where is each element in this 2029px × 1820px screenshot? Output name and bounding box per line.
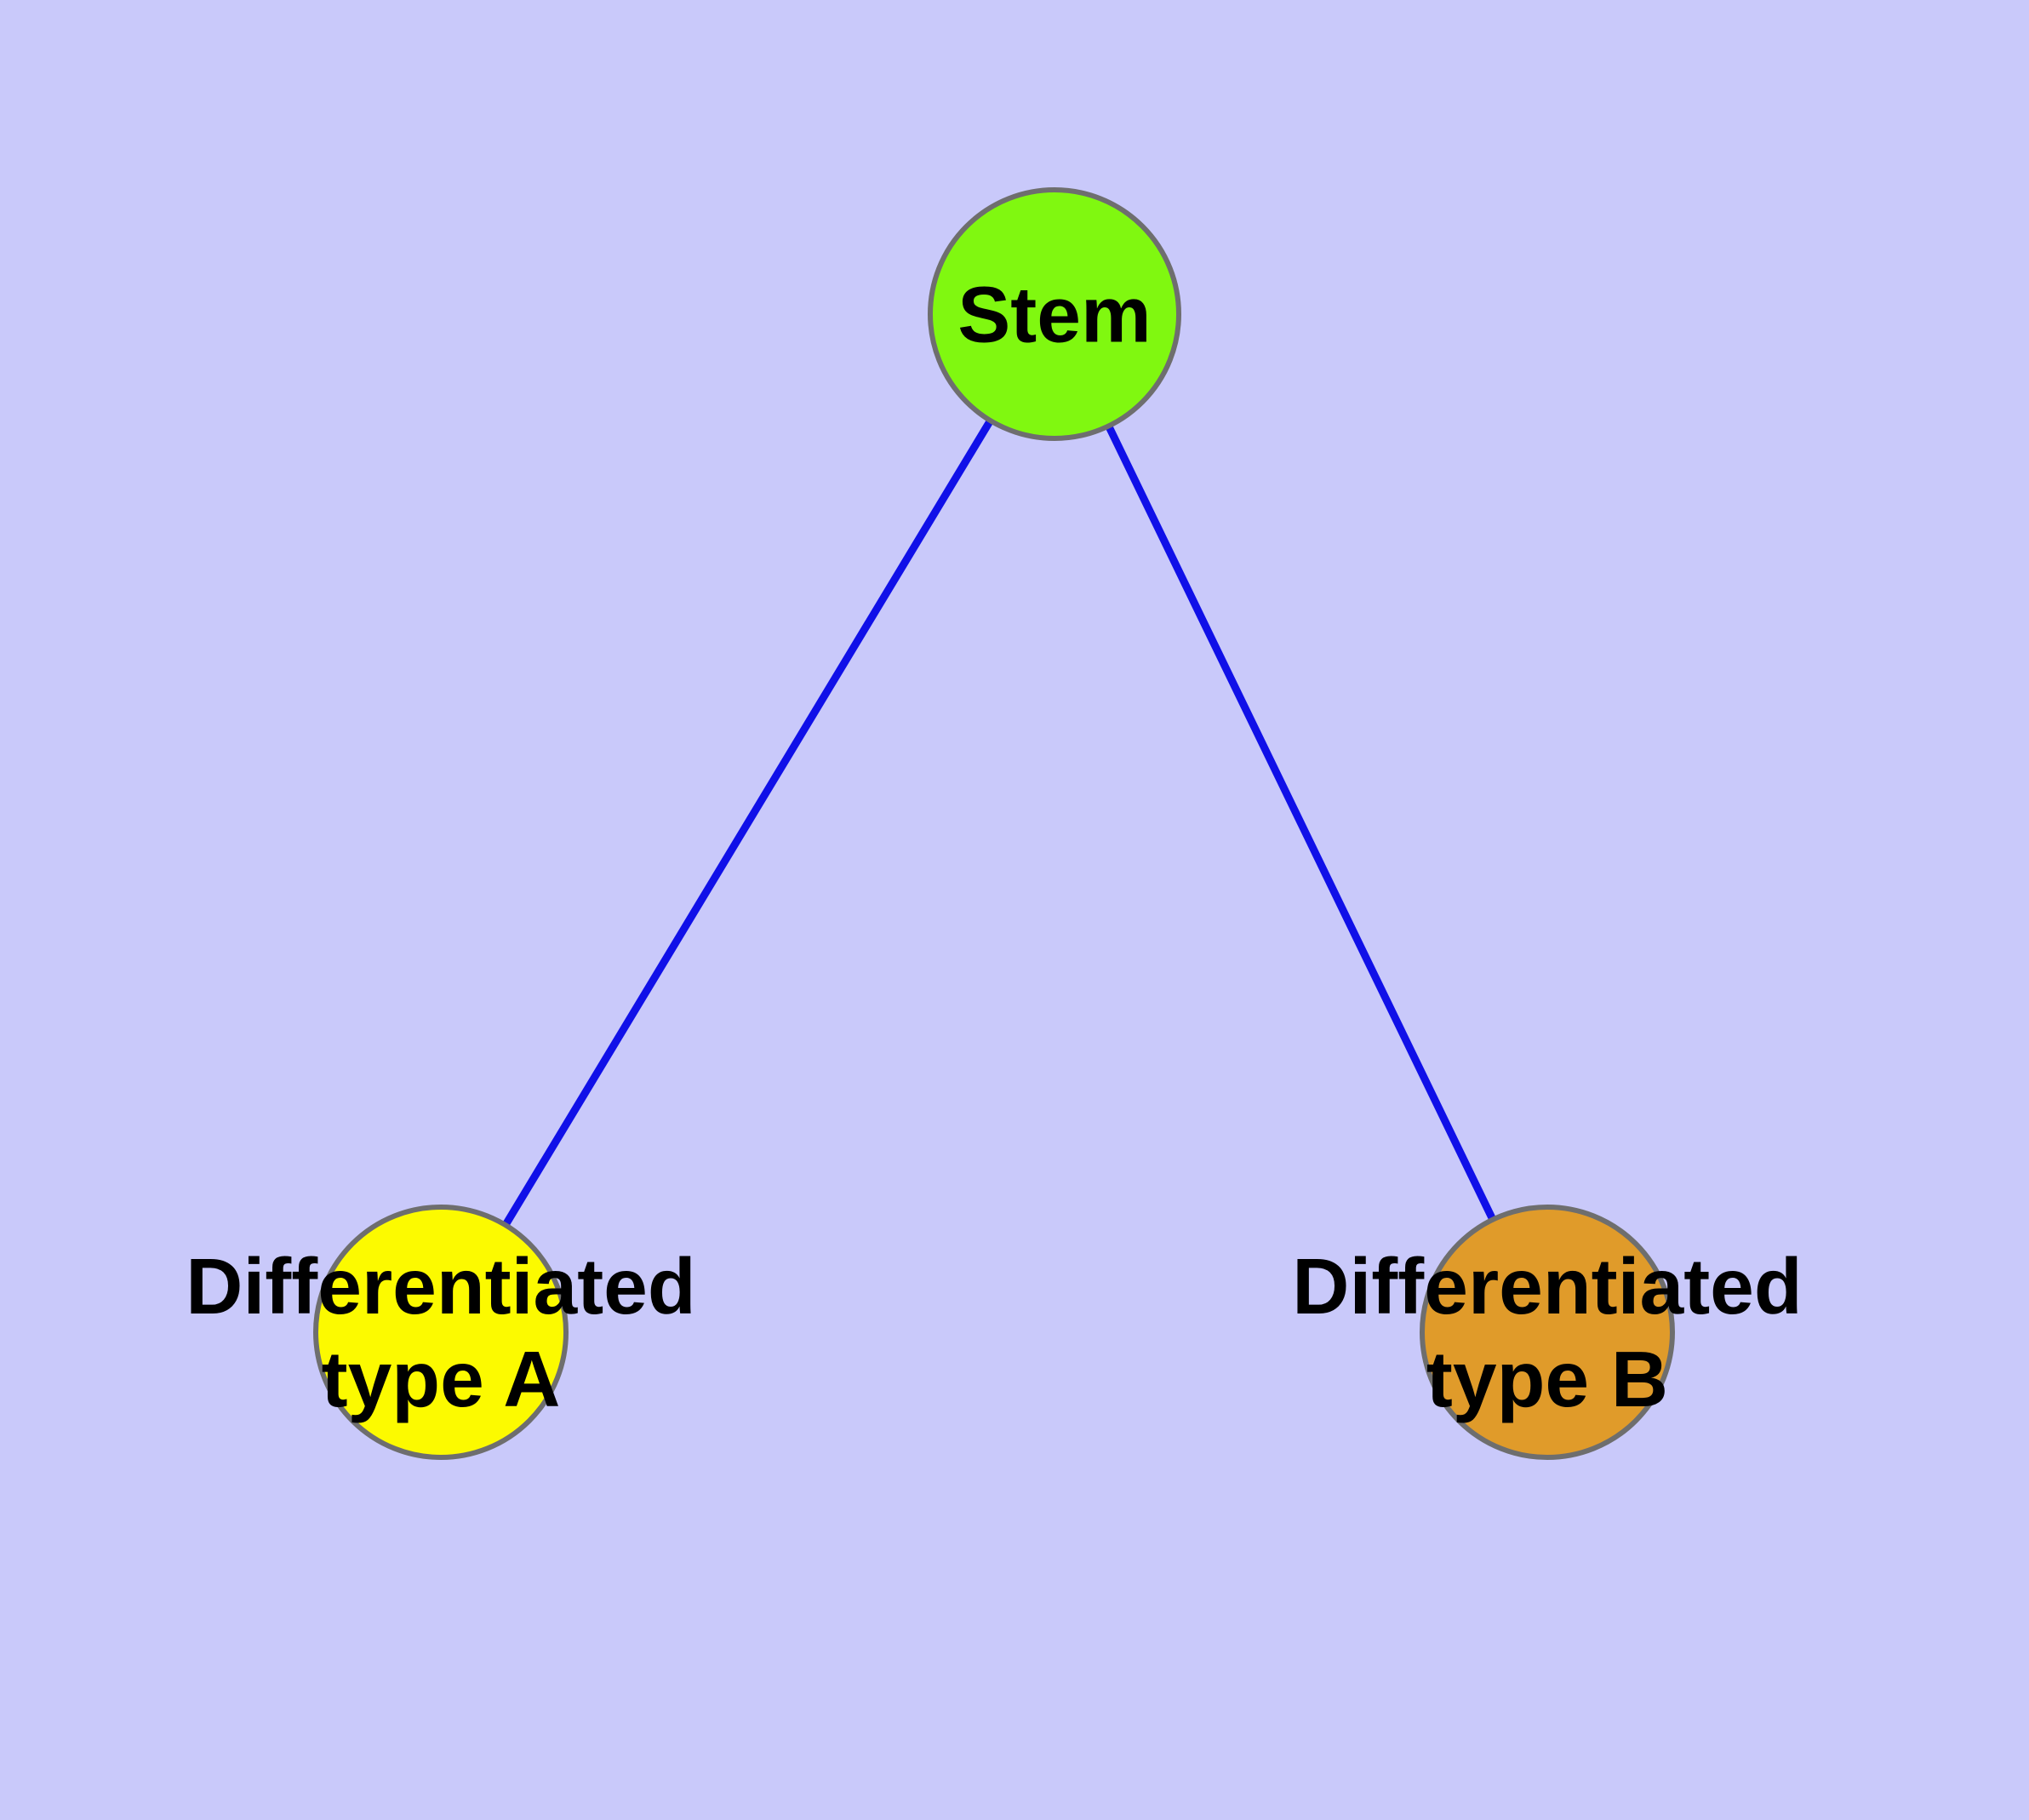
edges-layer (437, 312, 1552, 1335)
graph-node-diff_a[interactable] (313, 1205, 569, 1460)
graph-edge[interactable] (437, 312, 1058, 1335)
graph-edge[interactable] (1050, 312, 1552, 1334)
label-line: type A (322, 1335, 561, 1423)
label-line: Differentiated (186, 1242, 695, 1331)
graph-node-stem[interactable] (928, 187, 1181, 441)
label-line: Differentiated (1292, 1242, 1802, 1331)
label-line: Stem (957, 271, 1151, 359)
label-line: type B (1426, 1335, 1668, 1423)
graph-node-label-stem: Stem (957, 271, 1151, 359)
graph-node-diff_b[interactable] (1420, 1205, 1675, 1460)
nodes-layer (313, 187, 1675, 1460)
